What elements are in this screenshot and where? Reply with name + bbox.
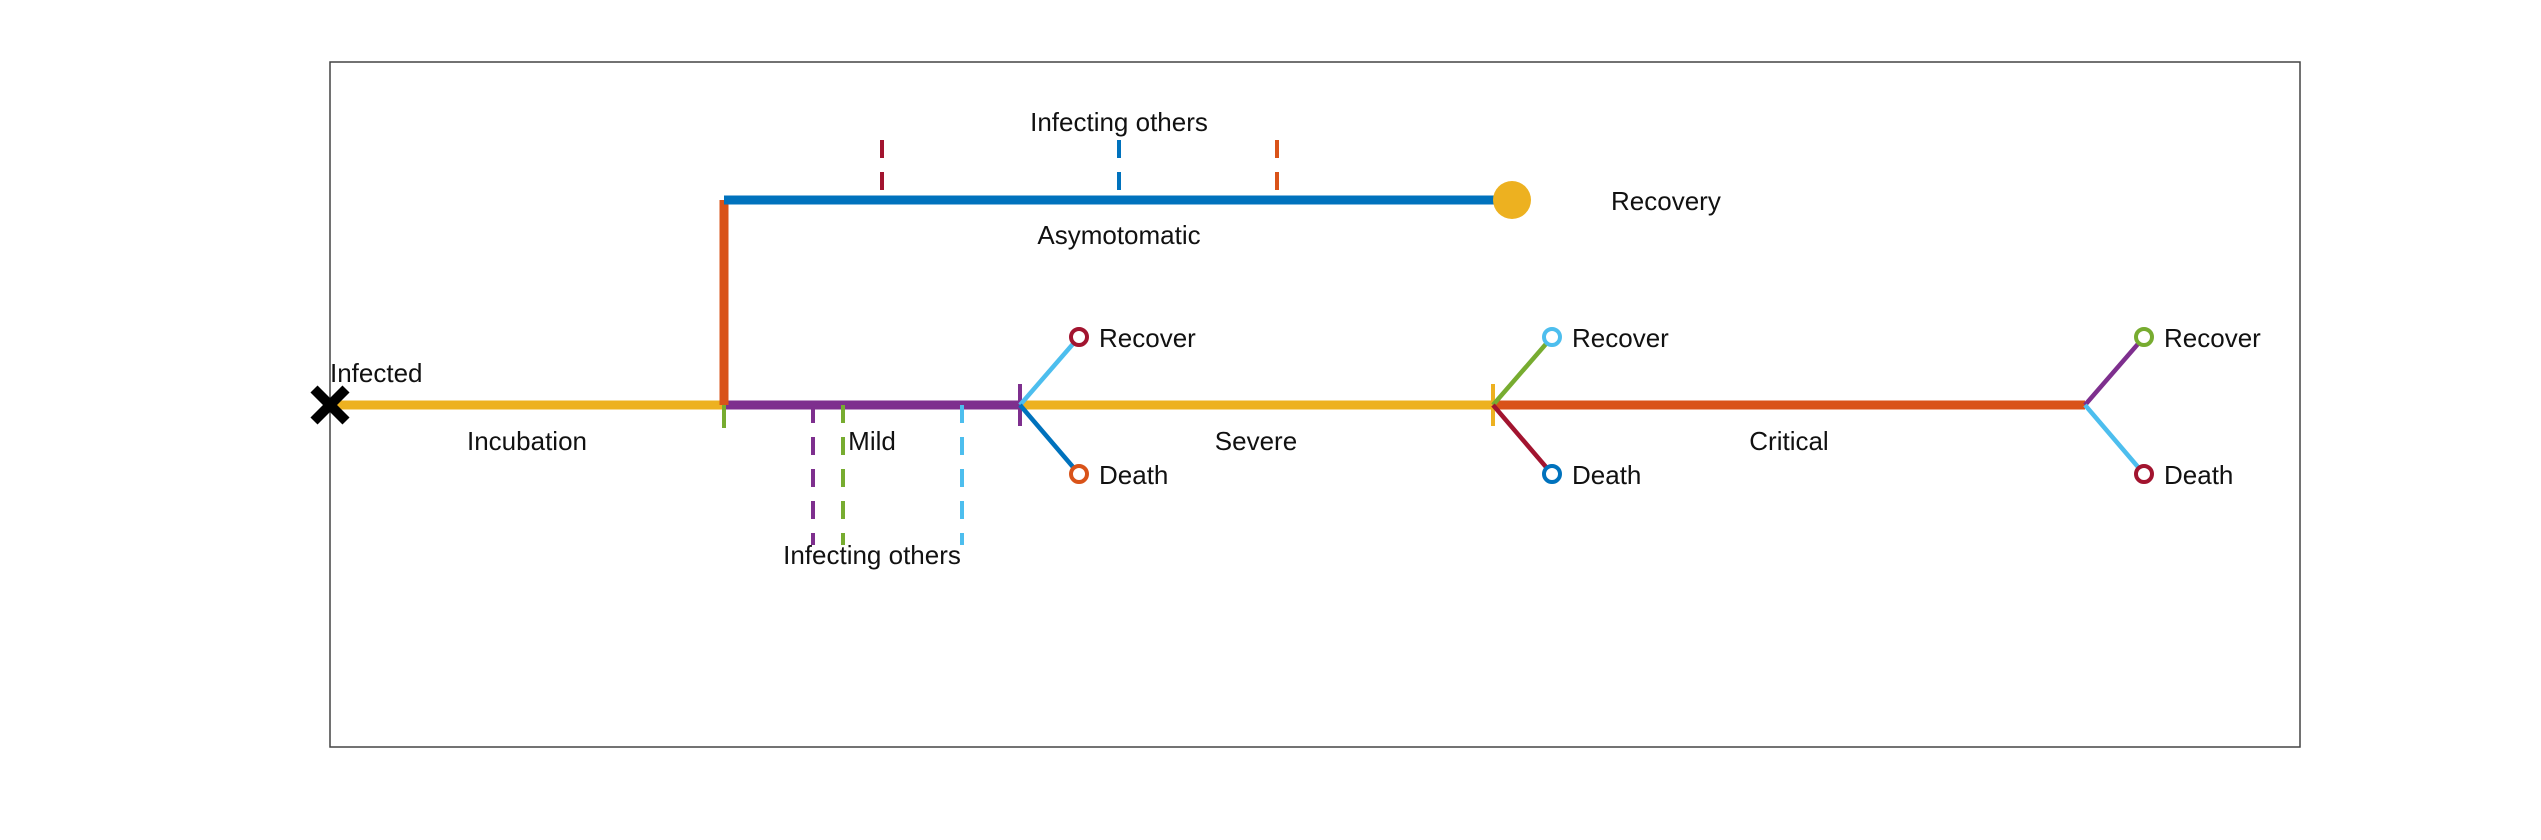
critical-death-label: Death bbox=[2164, 460, 2233, 490]
critical-recover-branch bbox=[2083, 335, 2146, 407]
severe-recover-branch bbox=[1491, 335, 1554, 407]
mild-death-label: Death bbox=[1099, 460, 1168, 490]
mild-recover-label: Recover bbox=[1099, 323, 1196, 353]
recovery-label: Recovery bbox=[1611, 186, 1721, 216]
hollow-circle-marker-icon bbox=[2134, 464, 2154, 484]
infecting-others-bottom-label: Infecting others bbox=[783, 540, 961, 570]
infected-label: Infected bbox=[330, 358, 423, 388]
hollow-circle-marker-icon bbox=[2134, 327, 2154, 347]
critical-recover-label: Recover bbox=[2164, 323, 2261, 353]
severe-label: Severe bbox=[1215, 426, 1297, 456]
severe-recover-label: Recover bbox=[1572, 323, 1669, 353]
hollow-circle-marker-icon bbox=[1069, 327, 1089, 347]
cross-marker-icon bbox=[310, 385, 350, 425]
severe-death-label: Death bbox=[1572, 460, 1641, 490]
severe-death-branch bbox=[1491, 403, 1554, 476]
hollow-circle-marker-icon bbox=[1542, 464, 1562, 484]
incubation-label: Incubation bbox=[467, 426, 587, 456]
mild-death-branch bbox=[1018, 403, 1081, 476]
mild-recover-branch bbox=[1018, 335, 1081, 407]
mild-label: Mild bbox=[848, 426, 896, 456]
critical-label: Critical bbox=[1749, 426, 1828, 456]
hollow-circle-marker-icon bbox=[1069, 464, 1089, 484]
infecting-others-top-label: Infecting others bbox=[1030, 107, 1208, 137]
hollow-circle-marker-icon bbox=[1542, 327, 1562, 347]
filled-circle-marker-icon bbox=[1493, 181, 1531, 219]
critical-death-branch bbox=[2083, 403, 2146, 476]
asymptomatic-label: Asymotomatic bbox=[1037, 220, 1200, 250]
